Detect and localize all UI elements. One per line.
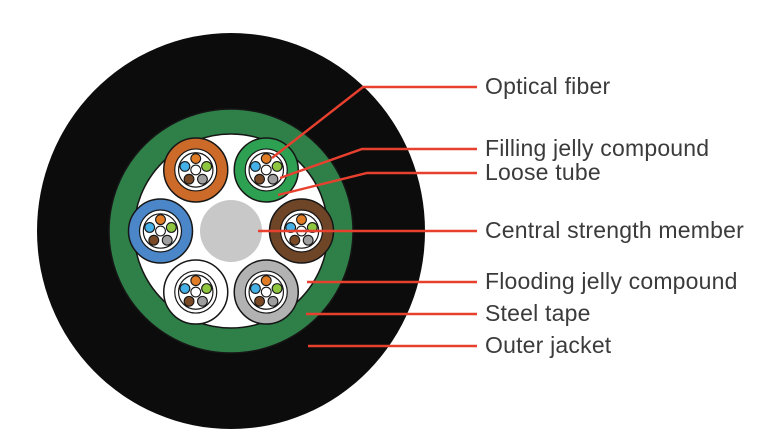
leader-lines-group bbox=[258, 85, 477, 348]
fiber-brown bbox=[183, 173, 195, 185]
fiber-slate bbox=[161, 234, 173, 246]
fiber-brown bbox=[183, 295, 195, 307]
leader-line-optical-fiber bbox=[271, 85, 477, 159]
fiber-blue bbox=[179, 283, 191, 294]
label-loose-tube: Loose tube bbox=[485, 159, 601, 186]
fiber-blue bbox=[249, 283, 261, 294]
loose-tube-slate bbox=[233, 259, 299, 325]
fiber-green bbox=[271, 283, 283, 294]
fiber-green bbox=[271, 160, 283, 172]
fiber-white bbox=[190, 164, 202, 176]
loose-tube-white bbox=[163, 259, 229, 325]
fiber-slate bbox=[267, 173, 279, 185]
fiber-white bbox=[260, 286, 272, 298]
loose-tube-green bbox=[233, 137, 299, 203]
fiber-brown bbox=[289, 234, 301, 246]
label-flooding-jelly-compound: Flooding jelly compound bbox=[485, 268, 738, 295]
central-strength-member-circle bbox=[200, 200, 262, 262]
label-optical-fiber: Optical fiber bbox=[485, 73, 611, 100]
fiber-orange bbox=[260, 153, 272, 164]
fiber-slate bbox=[302, 234, 314, 246]
fiber-orange bbox=[155, 214, 166, 226]
fiber-orange bbox=[296, 214, 307, 226]
leader-line-loose-tube bbox=[277, 171, 477, 197]
fiber-green bbox=[201, 160, 213, 172]
fiber-green bbox=[165, 222, 177, 233]
fiber-blue bbox=[144, 222, 156, 233]
fiber-green bbox=[201, 283, 213, 294]
fiber-orange bbox=[190, 153, 202, 164]
label-outer-jacket: Outer jacket bbox=[485, 332, 612, 359]
fiber-brown bbox=[254, 295, 265, 307]
fiber-white bbox=[260, 164, 272, 176]
fiber-white bbox=[190, 286, 202, 298]
fiber-slate bbox=[197, 295, 208, 307]
fiber-blue bbox=[249, 160, 261, 172]
fiber-slate bbox=[267, 295, 279, 307]
fiber-slate bbox=[197, 173, 208, 185]
label-steel-tape: Steel tape bbox=[485, 300, 591, 327]
fiber-orange bbox=[190, 275, 202, 287]
label-central-strength-member: Central strength member bbox=[485, 217, 744, 244]
fiber-brown bbox=[254, 173, 265, 185]
loose-tube-orange bbox=[163, 137, 229, 203]
fiber-orange bbox=[260, 275, 272, 287]
loose-tube-blue bbox=[127, 198, 194, 264]
label-filling-jelly-compound: Filling jelly compound bbox=[485, 135, 710, 162]
leader-line-filling-jelly-compound bbox=[279, 147, 477, 180]
fiber-brown bbox=[148, 234, 160, 246]
fiber-blue bbox=[179, 160, 191, 172]
fiber-white bbox=[155, 225, 166, 237]
